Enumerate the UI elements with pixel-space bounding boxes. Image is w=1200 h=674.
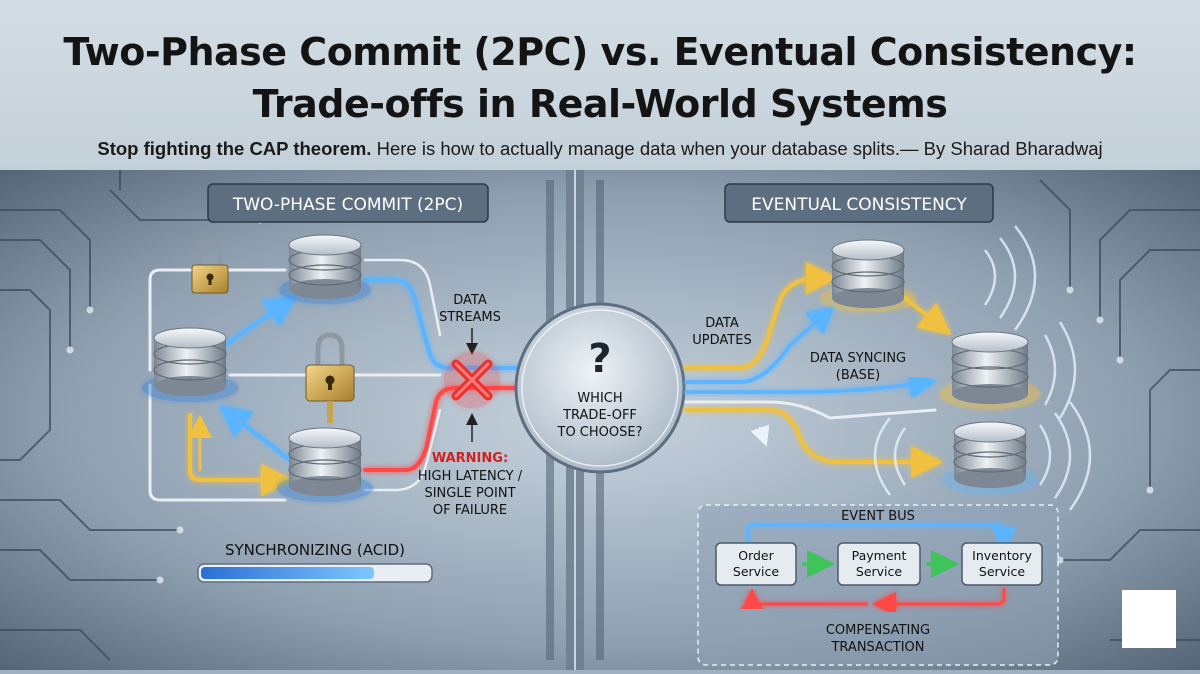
- inventory-service-line-1: Inventory: [972, 548, 1032, 563]
- compensating-line-2: TRANSACTION: [830, 640, 924, 655]
- payment-service-line-2: Service: [856, 564, 903, 579]
- sync-progress-fill: [201, 567, 374, 579]
- illustration: TWO-PHASE COMMIT (2PC) EVENTUAL CONSISTE…: [0, 170, 1200, 670]
- data-updates-line-1: DATA: [705, 316, 739, 331]
- failure-x-icon: [444, 352, 500, 408]
- payment-service-line-1: Payment: [852, 548, 907, 563]
- illustration-svg: TWO-PHASE COMMIT (2PC) EVENTUAL CONSISTE…: [0, 170, 1200, 670]
- title-line-1: Two-Phase Commit (2PC) vs. Eventual Cons…: [63, 30, 1136, 74]
- data-syncing-line-2: (BASE): [836, 368, 880, 383]
- warning-line-3: OF FAILURE: [433, 503, 507, 518]
- compensating-line-1: COMPENSATING: [826, 623, 930, 638]
- page-title: Two-Phase Commit (2PC) vs. Eventual Cons…: [0, 0, 1200, 130]
- database-right-top: [820, 240, 916, 312]
- data-syncing-line-1: DATA SYNCING: [810, 351, 906, 366]
- tradeoff-circle: ? WHICH TRADE-OFF TO CHOOSE?: [516, 304, 684, 472]
- inventory-service-box: Inventory Service: [962, 543, 1042, 585]
- order-service-line-2: Service: [733, 564, 780, 579]
- heading-eventual: EVENTUAL CONSISTENCY: [725, 184, 993, 222]
- order-service-box: Order Service: [716, 543, 796, 585]
- title-line-2: Trade-offs in Real-World Systems: [253, 82, 948, 126]
- data-updates-line-2: UPDATES: [692, 333, 751, 348]
- header-banner: Two-Phase Commit (2PC) vs. Eventual Cons…: [0, 0, 1200, 170]
- database-left-mid: [142, 328, 238, 402]
- database-right-mid: [940, 332, 1040, 409]
- data-streams-line-2: STREAMS: [439, 310, 501, 325]
- warning-line-2: SINGLE POINT: [424, 486, 515, 501]
- database-left-bottom: [277, 428, 373, 502]
- heading-eventual-text: EVENTUAL CONSISTENCY: [751, 195, 967, 215]
- sync-progress-label: SYNCHRONIZING (ACID): [225, 541, 405, 559]
- heading-2pc-text: TWO-PHASE COMMIT (2PC): [232, 195, 463, 215]
- warning-line-1: HIGH LATENCY /: [418, 469, 523, 484]
- subtitle-bold: Stop fighting the CAP theorem.: [97, 138, 371, 159]
- order-service-line-1: Order: [738, 548, 774, 563]
- subtitle: Stop fighting the CAP theorem. Here is h…: [0, 138, 1200, 160]
- database-left-top: [279, 235, 371, 304]
- database-right-bottom: [942, 422, 1038, 494]
- tradeoff-line-1: WHICH: [577, 391, 622, 406]
- tradeoff-line-3: TO CHOOSE?: [557, 425, 643, 440]
- subtitle-rest: Here is how to actually manage data when…: [371, 138, 1102, 159]
- inventory-service-line-2: Service: [979, 564, 1026, 579]
- warning-title: WARNING:: [432, 451, 508, 466]
- white-square: [1122, 590, 1176, 648]
- heading-2pc: TWO-PHASE COMMIT (2PC): [208, 184, 488, 222]
- question-mark-icon: ?: [588, 336, 611, 382]
- event-bus-title: EVENT BUS: [841, 509, 915, 524]
- payment-service-box: Payment Service: [838, 543, 920, 585]
- data-streams-line-1: DATA: [453, 293, 487, 308]
- event-bus-panel: EVENT BUS Order Service Payment Service …: [698, 505, 1058, 665]
- tradeoff-line-2: TRADE-OFF: [562, 408, 637, 423]
